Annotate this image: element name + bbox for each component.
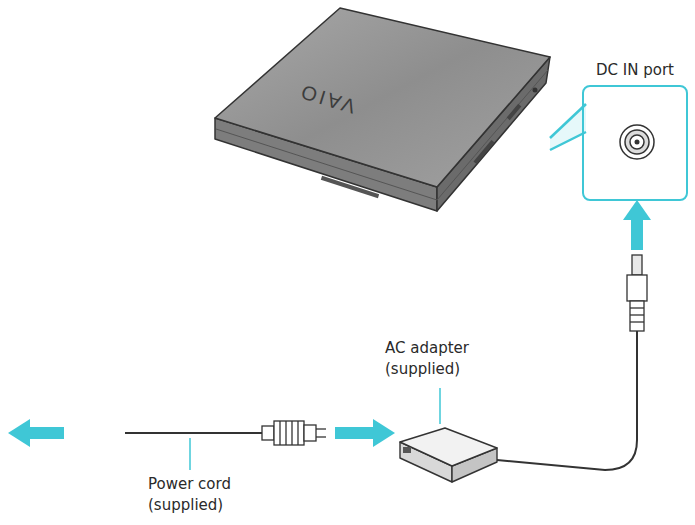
- callout-frame: [582, 85, 688, 201]
- outlet-arrow: [8, 419, 64, 447]
- ac-adapter: [400, 428, 497, 482]
- insert-arrow: [335, 419, 395, 447]
- part-label: AC adapter (supplied): [385, 338, 503, 380]
- insert-arrow: [623, 200, 651, 250]
- callout-pointer: [550, 104, 586, 150]
- dc-plug: [627, 255, 647, 331]
- leader-line: [439, 388, 441, 424]
- laptop: [215, 8, 550, 211]
- callout-pointer: [550, 132, 586, 150]
- callout-title: DC IN port: [578, 60, 692, 81]
- callout-box: DC IN port: [578, 60, 692, 201]
- callout-pointer: [550, 104, 586, 138]
- part-label: Power cord (supplied): [148, 474, 266, 516]
- dc-cable: [497, 331, 637, 470]
- leader-line: [189, 438, 191, 470]
- power-plug: [262, 421, 326, 445]
- dc-in-port: [620, 125, 654, 159]
- power-cord: [125, 432, 262, 434]
